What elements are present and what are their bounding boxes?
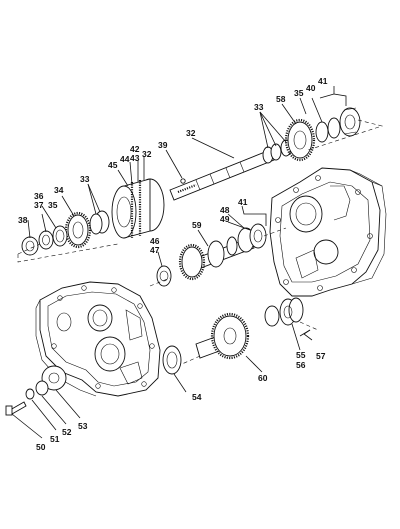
front-gear-stack bbox=[21, 210, 110, 256]
callout-54: 54 bbox=[192, 392, 202, 402]
callout-33-rear: 33 bbox=[254, 102, 264, 112]
callout-37: 37 bbox=[34, 200, 44, 210]
callout-32-drum: 32 bbox=[142, 149, 152, 159]
clutch-drum bbox=[111, 178, 165, 239]
callout-41-mid: 41 bbox=[238, 197, 248, 207]
callout-50: 50 bbox=[36, 442, 46, 452]
callout-44: 44 bbox=[120, 154, 130, 164]
callout-34: 34 bbox=[54, 185, 64, 195]
front-cover bbox=[5, 365, 67, 416]
callout-43: 43 bbox=[130, 153, 140, 163]
callout-labels: 32 39 42 43 32 44 45 33 34 36 37 35 38 3… bbox=[18, 76, 328, 452]
rear-housing bbox=[269, 167, 387, 297]
callout-58: 58 bbox=[276, 94, 286, 104]
leader-lines bbox=[11, 86, 347, 439]
front-housing bbox=[35, 281, 161, 397]
callout-42: 42 bbox=[130, 144, 140, 154]
callout-46: 46 bbox=[150, 236, 160, 246]
callout-55: 55 bbox=[296, 350, 306, 360]
callout-40: 40 bbox=[306, 83, 316, 93]
callout-39: 39 bbox=[158, 140, 168, 150]
callout-57: 57 bbox=[316, 351, 326, 361]
callout-41-top: 41 bbox=[318, 76, 328, 86]
callout-51: 51 bbox=[50, 434, 60, 444]
callout-35-rear: 35 bbox=[294, 88, 304, 98]
callout-49: 49 bbox=[220, 214, 230, 224]
main-shaft bbox=[169, 149, 275, 201]
callout-53: 53 bbox=[78, 421, 88, 431]
callout-36: 36 bbox=[34, 191, 44, 201]
callout-56: 56 bbox=[296, 360, 306, 370]
callout-45: 45 bbox=[108, 160, 118, 170]
callout-59: 59 bbox=[192, 220, 202, 230]
output-gear bbox=[162, 297, 304, 375]
callout-47: 47 bbox=[150, 245, 160, 255]
rear-gear-stack bbox=[262, 107, 361, 164]
callout-32-shaft: 32 bbox=[186, 128, 196, 138]
centerlines bbox=[17, 119, 384, 365]
callout-33-front: 33 bbox=[80, 174, 90, 184]
callout-35-front: 35 bbox=[48, 200, 58, 210]
callout-60: 60 bbox=[258, 373, 268, 383]
callout-48: 48 bbox=[220, 205, 230, 215]
callout-52: 52 bbox=[62, 427, 72, 437]
counter-shaft bbox=[156, 223, 267, 287]
callout-38: 38 bbox=[18, 215, 28, 225]
